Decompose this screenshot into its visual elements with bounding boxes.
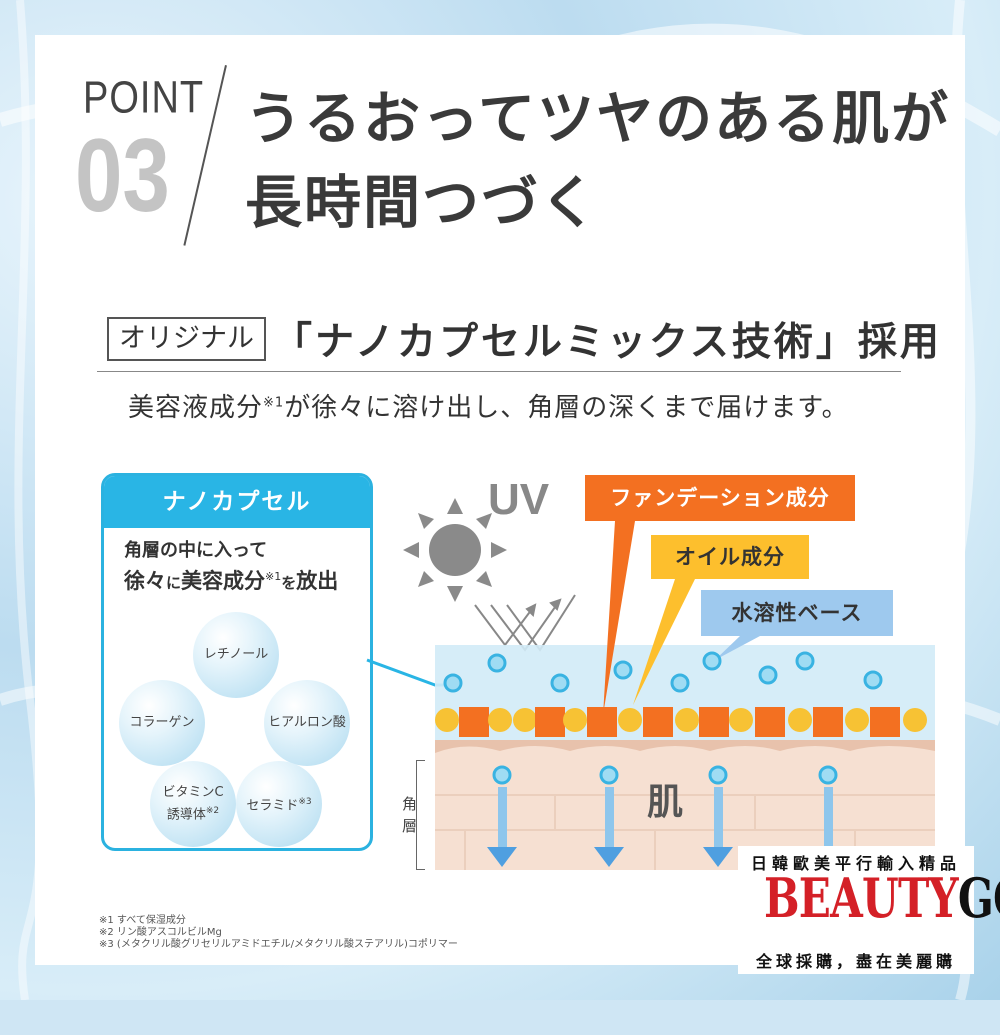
nano-line-2-mark: ※1 [265,570,282,583]
footnote: ※3 (メタクリル酸グリセリルアミドエチル/メタクリル酸ステアリル)コポリマー [99,939,458,950]
water-pointer [715,636,760,660]
ingredient-bubble-ceramide: セラミド※3 [236,761,322,847]
headline-line-1: うるおってツヤのある肌が [245,86,951,152]
connector-line [366,658,450,687]
hyaluronic-label: ヒアルロン酸 [268,715,346,730]
oil-pointer [633,579,695,705]
stratum-label: 角層 [402,795,418,835]
nano-line-2-e: 放出 [296,569,339,593]
headline-line-2: 長時間つづく [245,170,599,236]
headline: うるおってツヤのある肌が 長時間つづく [245,77,950,245]
ceramide-label: セラミド※3 [246,793,311,815]
nano-line-2: 徐々に美容成分※1を放出 [124,564,338,596]
logo-brand-black: GO [957,866,1000,930]
description-start: 美容液成分 [128,393,264,423]
vitamin-c-line-2: 誘導体 [166,807,206,823]
foundation-label: ファンデーション成分 [585,475,855,521]
retinol-label: レチノール [203,647,269,662]
uv-label: UV [488,475,550,524]
footnote: ※1 すべて保湿成分 [99,915,186,926]
divider-rule [97,371,901,372]
ingredient-bubble-retinol: レチノール [193,612,279,698]
nano-line-2-a: 徐々 [124,569,166,593]
oil-label: オイル成分 [651,535,809,579]
nano-capsule-box: ナノカプセル 角層の中に入って 徐々に美容成分※1を放出 レチノール コラーゲン… [101,473,373,851]
description-end: が徐々に溶け出し、角層の深くまで届けます。 [284,393,849,423]
point-number: 03 [75,118,170,234]
original-tag: オリジナル [107,317,266,361]
particle-row [435,707,927,737]
nano-line-2-d: を [281,574,297,592]
ceramide-text: セラミド [246,798,299,814]
skin-label: 肌 [647,782,684,823]
footnote: ※2 リン酸アスコルビルMg [99,927,222,938]
collagen-label: コラーゲン [129,715,195,730]
ingredient-bubble-vitamin-c: ビタミンC 誘導体※2 [150,761,236,847]
vitamin-c-line-1: ビタミンC [162,784,224,800]
logo-tagline-top: 日韓歐美平行輸入精品 [750,854,961,873]
capsule-dots [443,651,883,693]
foundation-pointer [603,521,635,715]
uv-reflect-arrows-icon [474,594,576,652]
point-label: POINT [83,73,205,124]
vitamin-c-label: ビタミンC 誘導体※2 [162,784,223,824]
ingredient-bubble-hyaluronic: ヒアルロン酸 [264,680,350,766]
ceramide-mark: ※3 [298,796,312,807]
logo-brand-red: BEAUTY [763,866,959,930]
water-base-label: 水溶性ベース [701,590,893,636]
technology-subtitle: 「ナノカプセルミックス技術」採用 [273,320,942,365]
footnotes: ※1 すべて保湿成分 ※2 リン酸アスコルビルMg ※3 (メタクリル酸グリセリ… [99,915,458,951]
content-card: POINT 03 うるおってツヤのある肌が 長時間つづく オリジナル 「ナノカプ… [35,35,965,965]
note-mark-1: ※1 [263,395,285,411]
nano-capsule-text: 角層の中に入って 徐々に美容成分※1を放出 [124,538,338,596]
logo-brand: BEAUTYGO [764,866,1000,930]
water-layer [435,645,935,740]
nano-line-1: 角層の中に入って [124,540,268,561]
ingredient-bubble-collagen: コラーゲン [119,680,205,766]
logo-tagline-bottom: 全球採購，盡在美麗購 [755,952,956,971]
nano-line-2-b: に [166,574,182,592]
vitamin-c-mark: ※2 [205,805,220,816]
stratum-bracket [416,760,425,870]
beautygo-logo: 日韓歐美平行輸入精品 BEAUTYGO 全球採購，盡在美麗購 [738,846,1000,974]
nano-capsule-title: ナノカプセル [104,476,370,528]
description: 美容液成分※1が徐々に溶け出し、角層の深くまで届けます。 [128,387,849,424]
nano-line-2-c: 美容成分 [181,569,266,593]
